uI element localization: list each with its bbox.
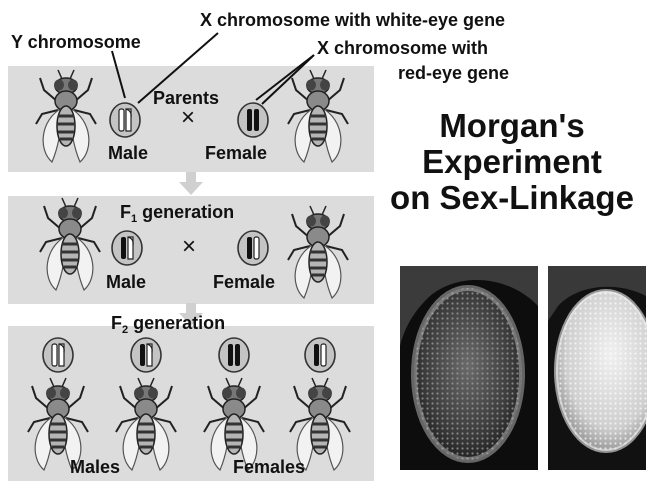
fly-icon [146,412,147,413]
fly-icon [318,104,319,105]
chromosome-white-y-icon [125,120,126,121]
f1-male-label: Male [106,273,146,291]
y-chromosome-callout: Y chromosome [11,33,141,51]
red-eye-photo [400,266,538,470]
white-eye-photo [548,266,646,470]
x-red-callout-line2: red-eye gene [398,64,509,82]
chromosome-red-y-icon [146,355,147,356]
title-line-2: Experiment [378,144,646,180]
f2-males-label: Males [70,458,120,476]
f1-female-label: Female [213,273,275,291]
chromosome-red-y-icon [127,248,128,249]
x-red-callout-line1: X chromosome with [317,39,488,57]
f2-generation-label: F2 generation [111,314,225,336]
chromosome-red-white-icon [320,355,321,356]
f2-females-label: Females [233,458,305,476]
fly-icon [70,232,71,233]
title-line-3: on Sex-Linkage [378,180,646,216]
parent-male-label: Male [108,144,148,162]
fly-icon [58,412,59,413]
f1-generation-label: F1 generation [120,203,234,225]
x-white-callout: X chromosome with white-eye gene [200,11,505,29]
page-title: Morgan's Experiment on Sex-Linkage [378,108,646,216]
parent-female-label: Female [205,144,267,162]
chromosome-red-red-icon [234,355,235,356]
fly-icon [320,412,321,413]
chromosome-red-white-icon [253,248,254,249]
cross-symbol: × [181,106,195,130]
fly-icon [234,412,235,413]
chromosome-red-red-icon [253,120,254,121]
chromosome-white-y-icon [58,355,59,356]
title-line-1: Morgan's [378,108,646,144]
fly-icon [66,104,67,105]
fly-icon [318,240,319,241]
cross-symbol: × [182,235,196,259]
